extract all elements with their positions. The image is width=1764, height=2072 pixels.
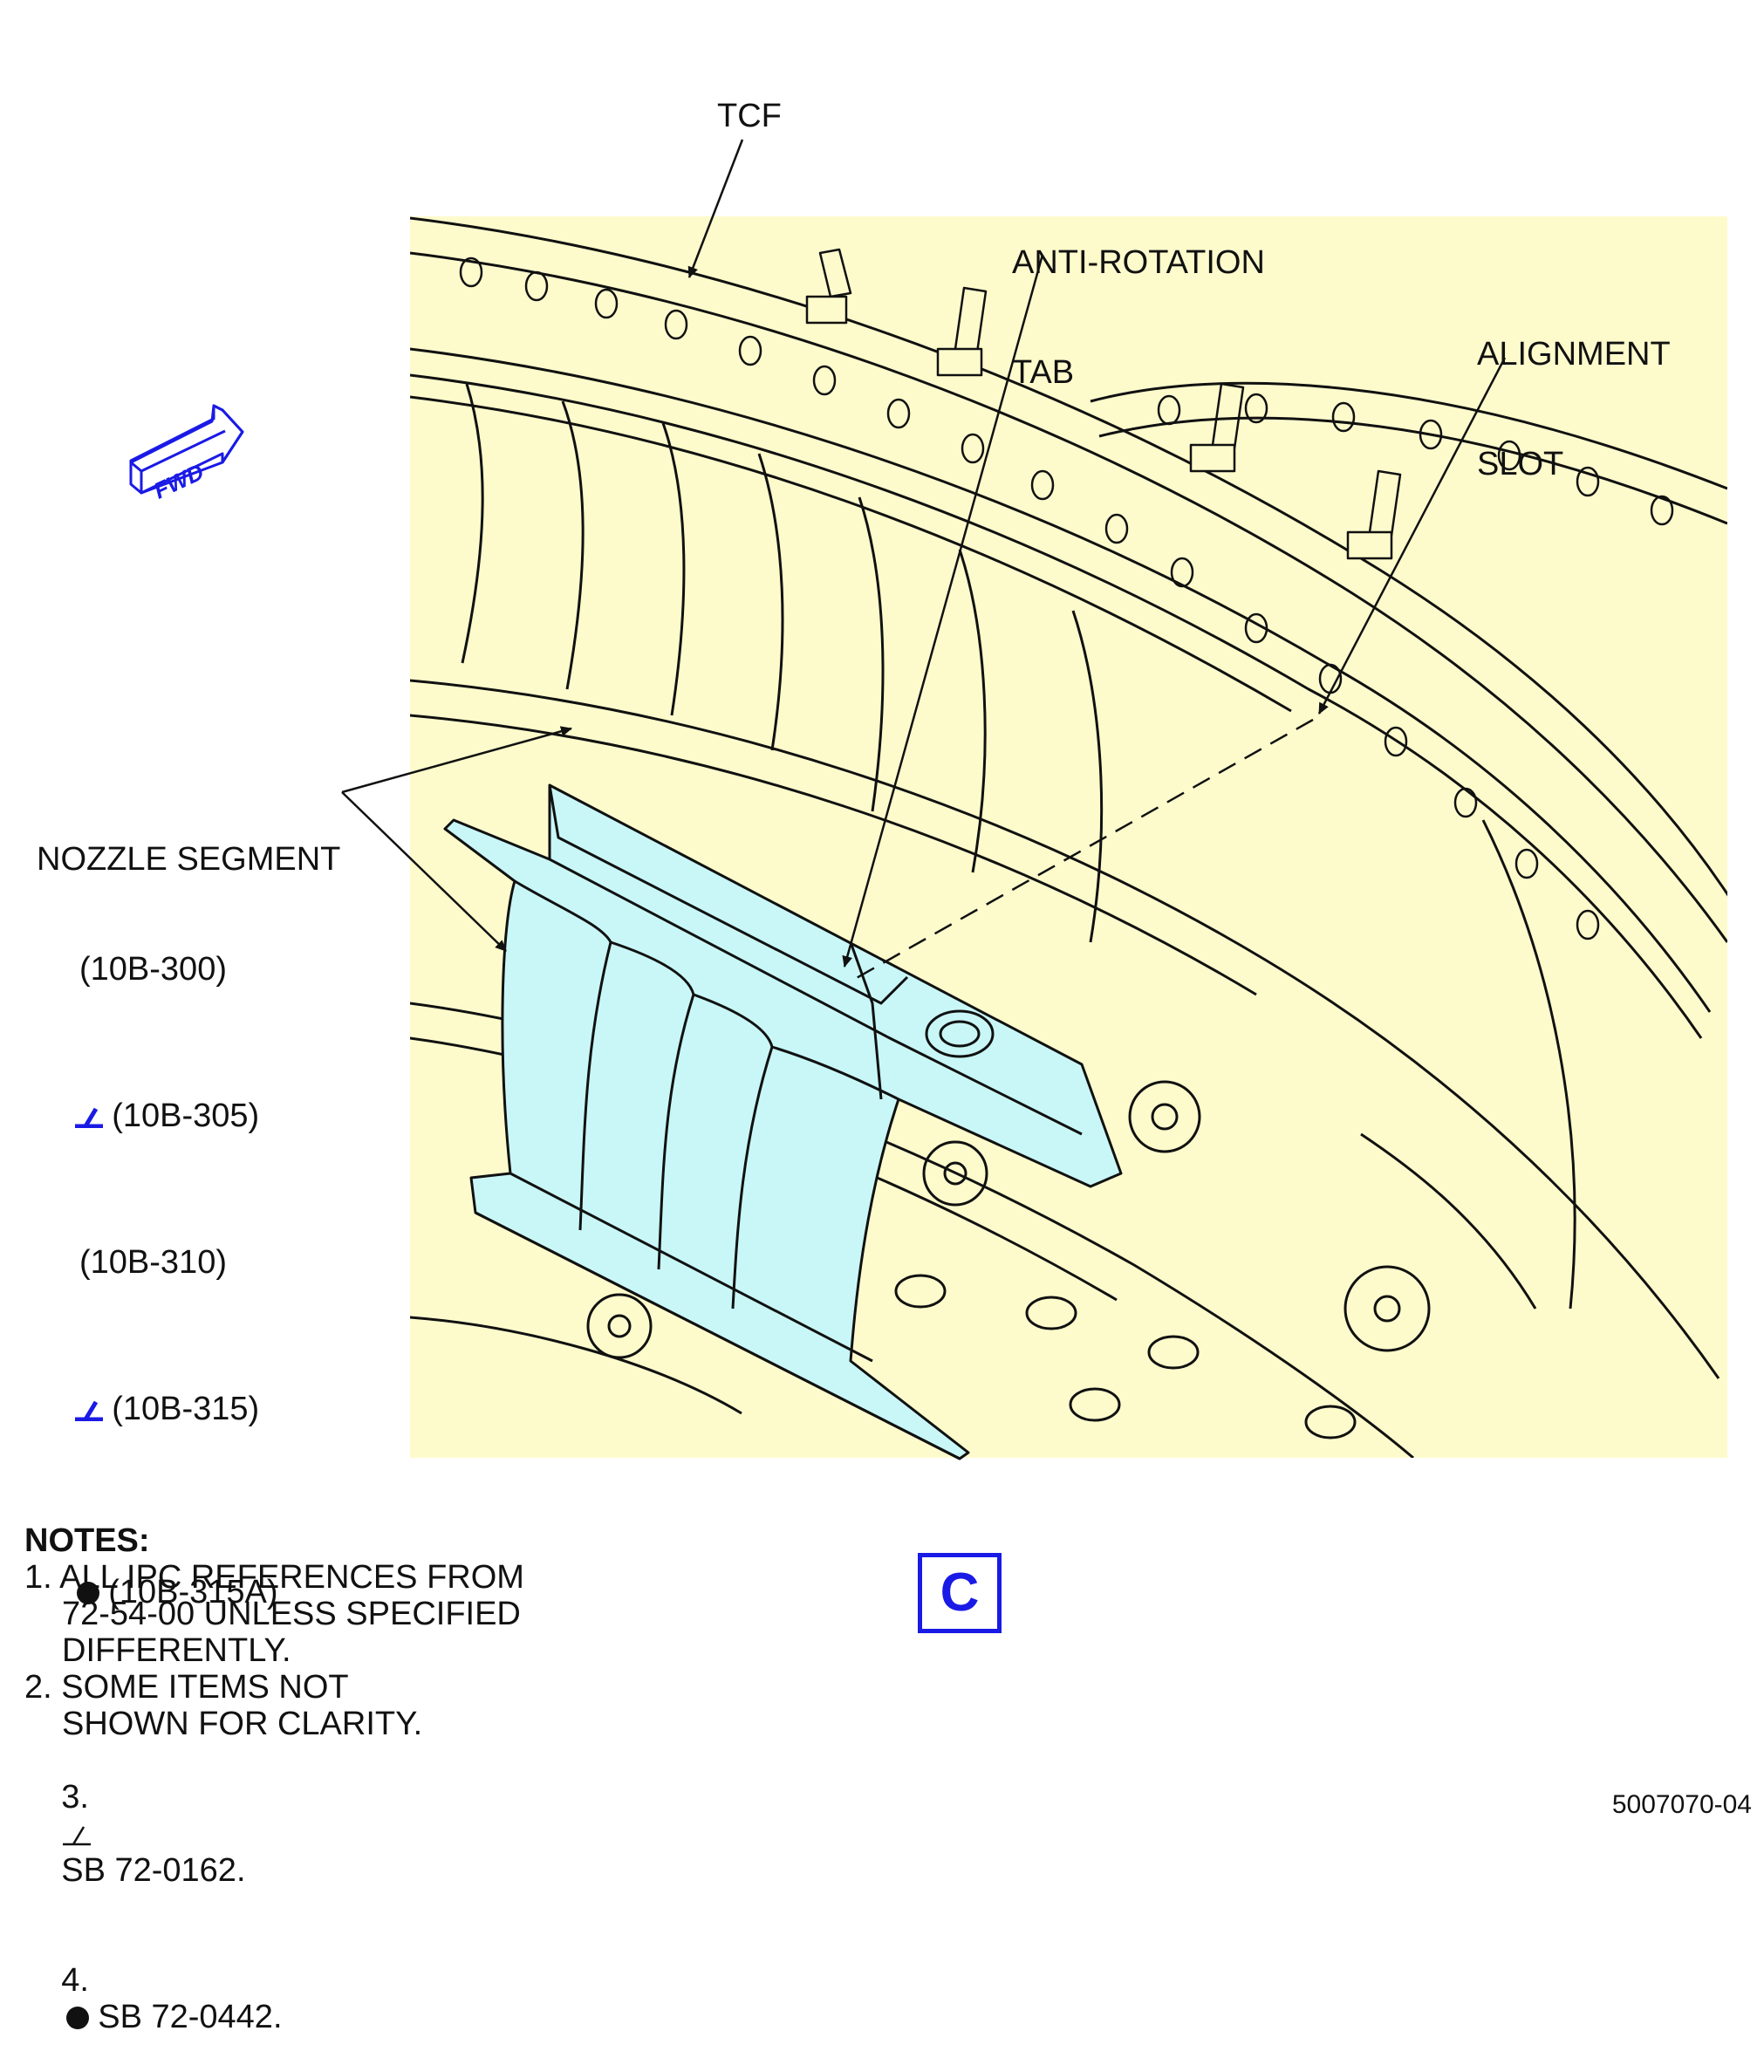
alignment-label-line2: SLOT [1477,446,1564,482]
turbine-nozzle-illustration: FWD [129,139,1727,1460]
nozzle-segment-highlight [443,783,1123,1460]
nozzle-segment-label-block: NOZZLE SEGMENT (10B-300) (10B-305) (10B-… [37,768,340,1684]
anti-rotation-tab-label: ANTI-ROTATION TAB [1012,171,1265,427]
note-3-number: 3. [61,1779,89,1816]
anti-rotation-label-line1: ANTI-ROTATION [1012,244,1265,281]
alignment-slot-leader [1317,357,1507,715]
alignment-slot-label: ALIGNMENT SLOT [1477,263,1671,519]
anti-rotation-tab-leader [842,254,1044,968]
fwd-arrow-icon: FWD [129,404,244,504]
note-3-text: SB 72-0162. [61,1852,246,1889]
tcf-flange [410,216,1727,1039]
black-dot-icon [66,2007,90,2029]
note-2-line1: 2. SOME ITEMS NOT [24,1669,349,1706]
fwd-arrow-label: FWD [150,458,209,503]
revision-triangle-icon [75,1107,104,1128]
nozzle-segment-leader-lower [341,791,507,952]
nozzle-segment-leader-upper [341,726,572,794]
tcf-leader [687,139,744,278]
part-number-305: (10B-305) [112,1098,260,1134]
note-1-line2: 72-54-00 UNLESS SPECIFIED [62,1596,521,1632]
nozzle-segment-label: NOZZLE SEGMENT [37,841,341,878]
note-1-line1: 1. ALL IPC REFERENCES FROM [24,1559,524,1596]
part-number-300: (10B-300) [79,951,227,988]
note-2-line2: SHOWN FOR CLARITY. [62,1706,423,1742]
note-4: 4. SB 72-0442. [24,1925,524,2072]
leader-lines [341,139,1507,981]
revision-triangle-icon [75,1400,104,1421]
anti-rotation-label-line2: TAB [1012,354,1075,391]
view-callout-c: C [918,1553,1002,1633]
part-number-310: (10B-310) [79,1244,227,1281]
note-4-number: 4. [61,1962,89,1999]
tcf-label: TCF [717,98,782,134]
note-1-line3: DIFFERENTLY. [62,1632,291,1669]
flange-studs [805,248,1402,560]
note-3: 3. SB 72-0162. [24,1742,524,1925]
part-number-315a: (10B-315A) [108,1574,278,1610]
flange-bolt-holes [459,256,1600,940]
figure-number: 5007070-04 [1611,1790,1752,1819]
revision-triangle-icon [63,1826,92,1846]
black-dot-icon [77,1582,100,1604]
part-number-315: (10B-315) [112,1391,260,1427]
notes-heading: NOTES: [24,1522,150,1559]
notes-block: NOTES: 1. ALL IPC REFERENCES FROM 72-54-… [24,1522,524,2072]
alignment-label-line1: ALIGNMENT [1477,336,1671,373]
rear-casing-ring [1090,381,1727,526]
note-4-text: SB 72-0442. [98,1999,283,2035]
